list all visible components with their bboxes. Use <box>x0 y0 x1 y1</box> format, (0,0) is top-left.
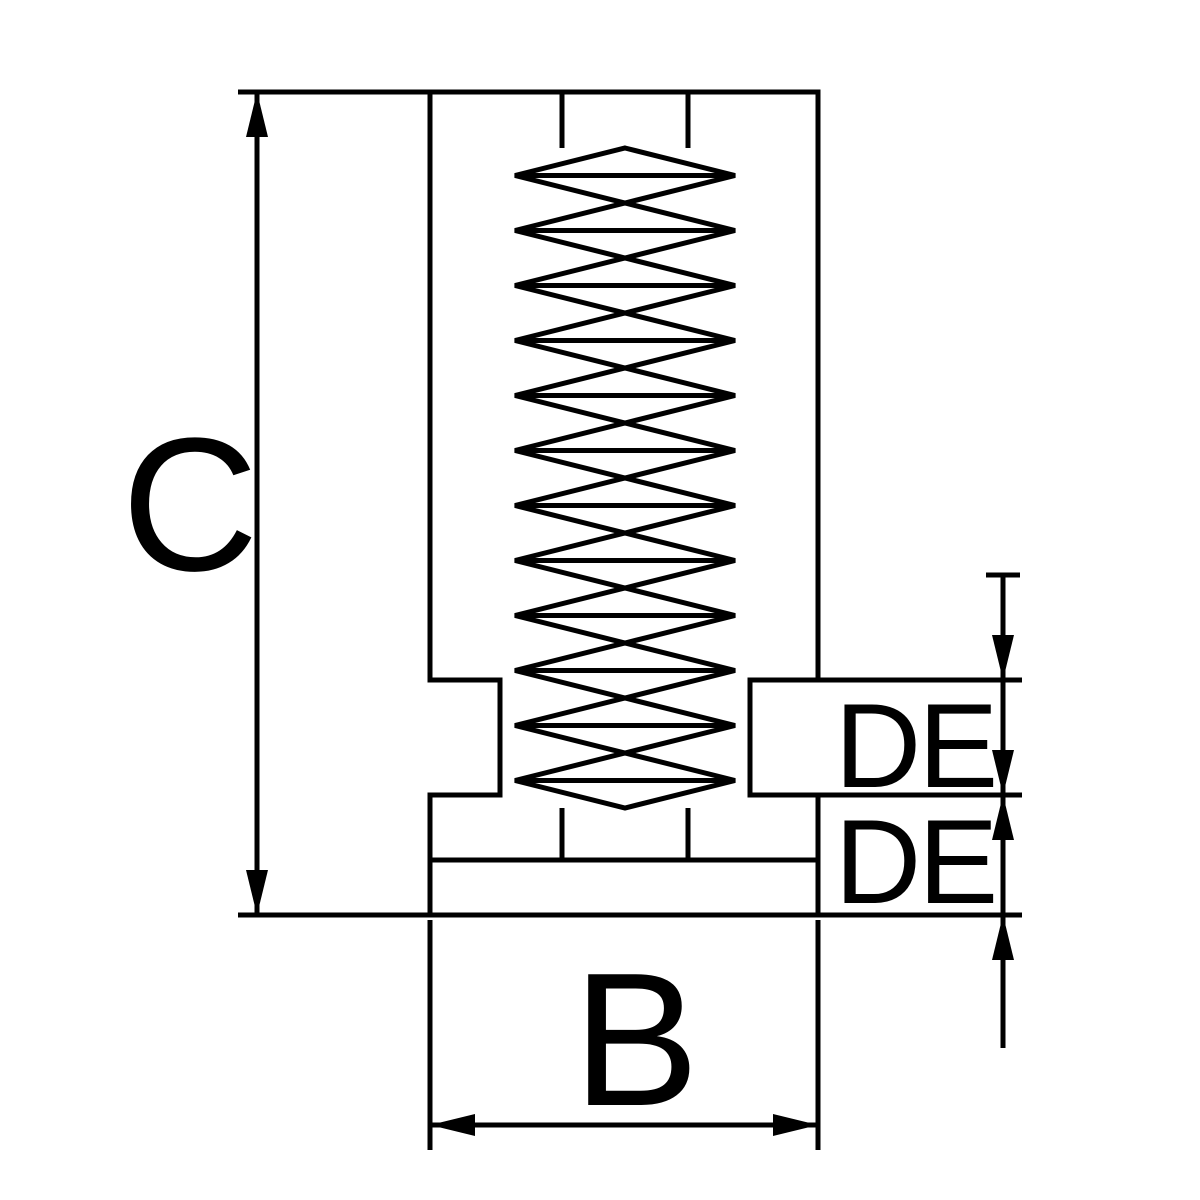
thread-tooth <box>515 148 735 203</box>
dimension-b: B <box>427 920 821 1150</box>
thread-tooth <box>515 588 735 643</box>
thread-tooth <box>515 643 735 698</box>
dim-b-arrow-right <box>773 1114 818 1136</box>
thread-tooth <box>515 203 735 258</box>
threaded-stud <box>515 92 735 860</box>
dim-de-upper-label: DE <box>835 679 996 813</box>
thread-tooth <box>515 258 735 313</box>
dim-d-arrow-down <box>992 635 1014 680</box>
thread-tooth <box>515 698 735 753</box>
thread-tooth <box>515 753 735 808</box>
dim-e-arrow-up <box>992 915 1014 960</box>
thread-tooth <box>515 478 735 533</box>
dim-d-arrow-up <box>992 795 1014 840</box>
thread-tooth <box>515 368 735 423</box>
dimensions-de: DE DE <box>818 572 1022 1048</box>
dim-de-lower-label: DE <box>835 795 996 929</box>
thread-tooth <box>515 423 735 478</box>
dim-c-arrow-down <box>246 870 268 915</box>
dim-c-arrow-up <box>246 92 268 137</box>
dim-b-label: B <box>573 934 700 1146</box>
dim-e-arrow-down <box>992 750 1014 795</box>
thread-tooth <box>515 313 735 368</box>
dim-b-arrow-left <box>430 1114 475 1136</box>
dim-c-label: C <box>121 399 258 611</box>
thread-tooth <box>515 533 735 588</box>
dimension-c: C <box>121 89 430 918</box>
